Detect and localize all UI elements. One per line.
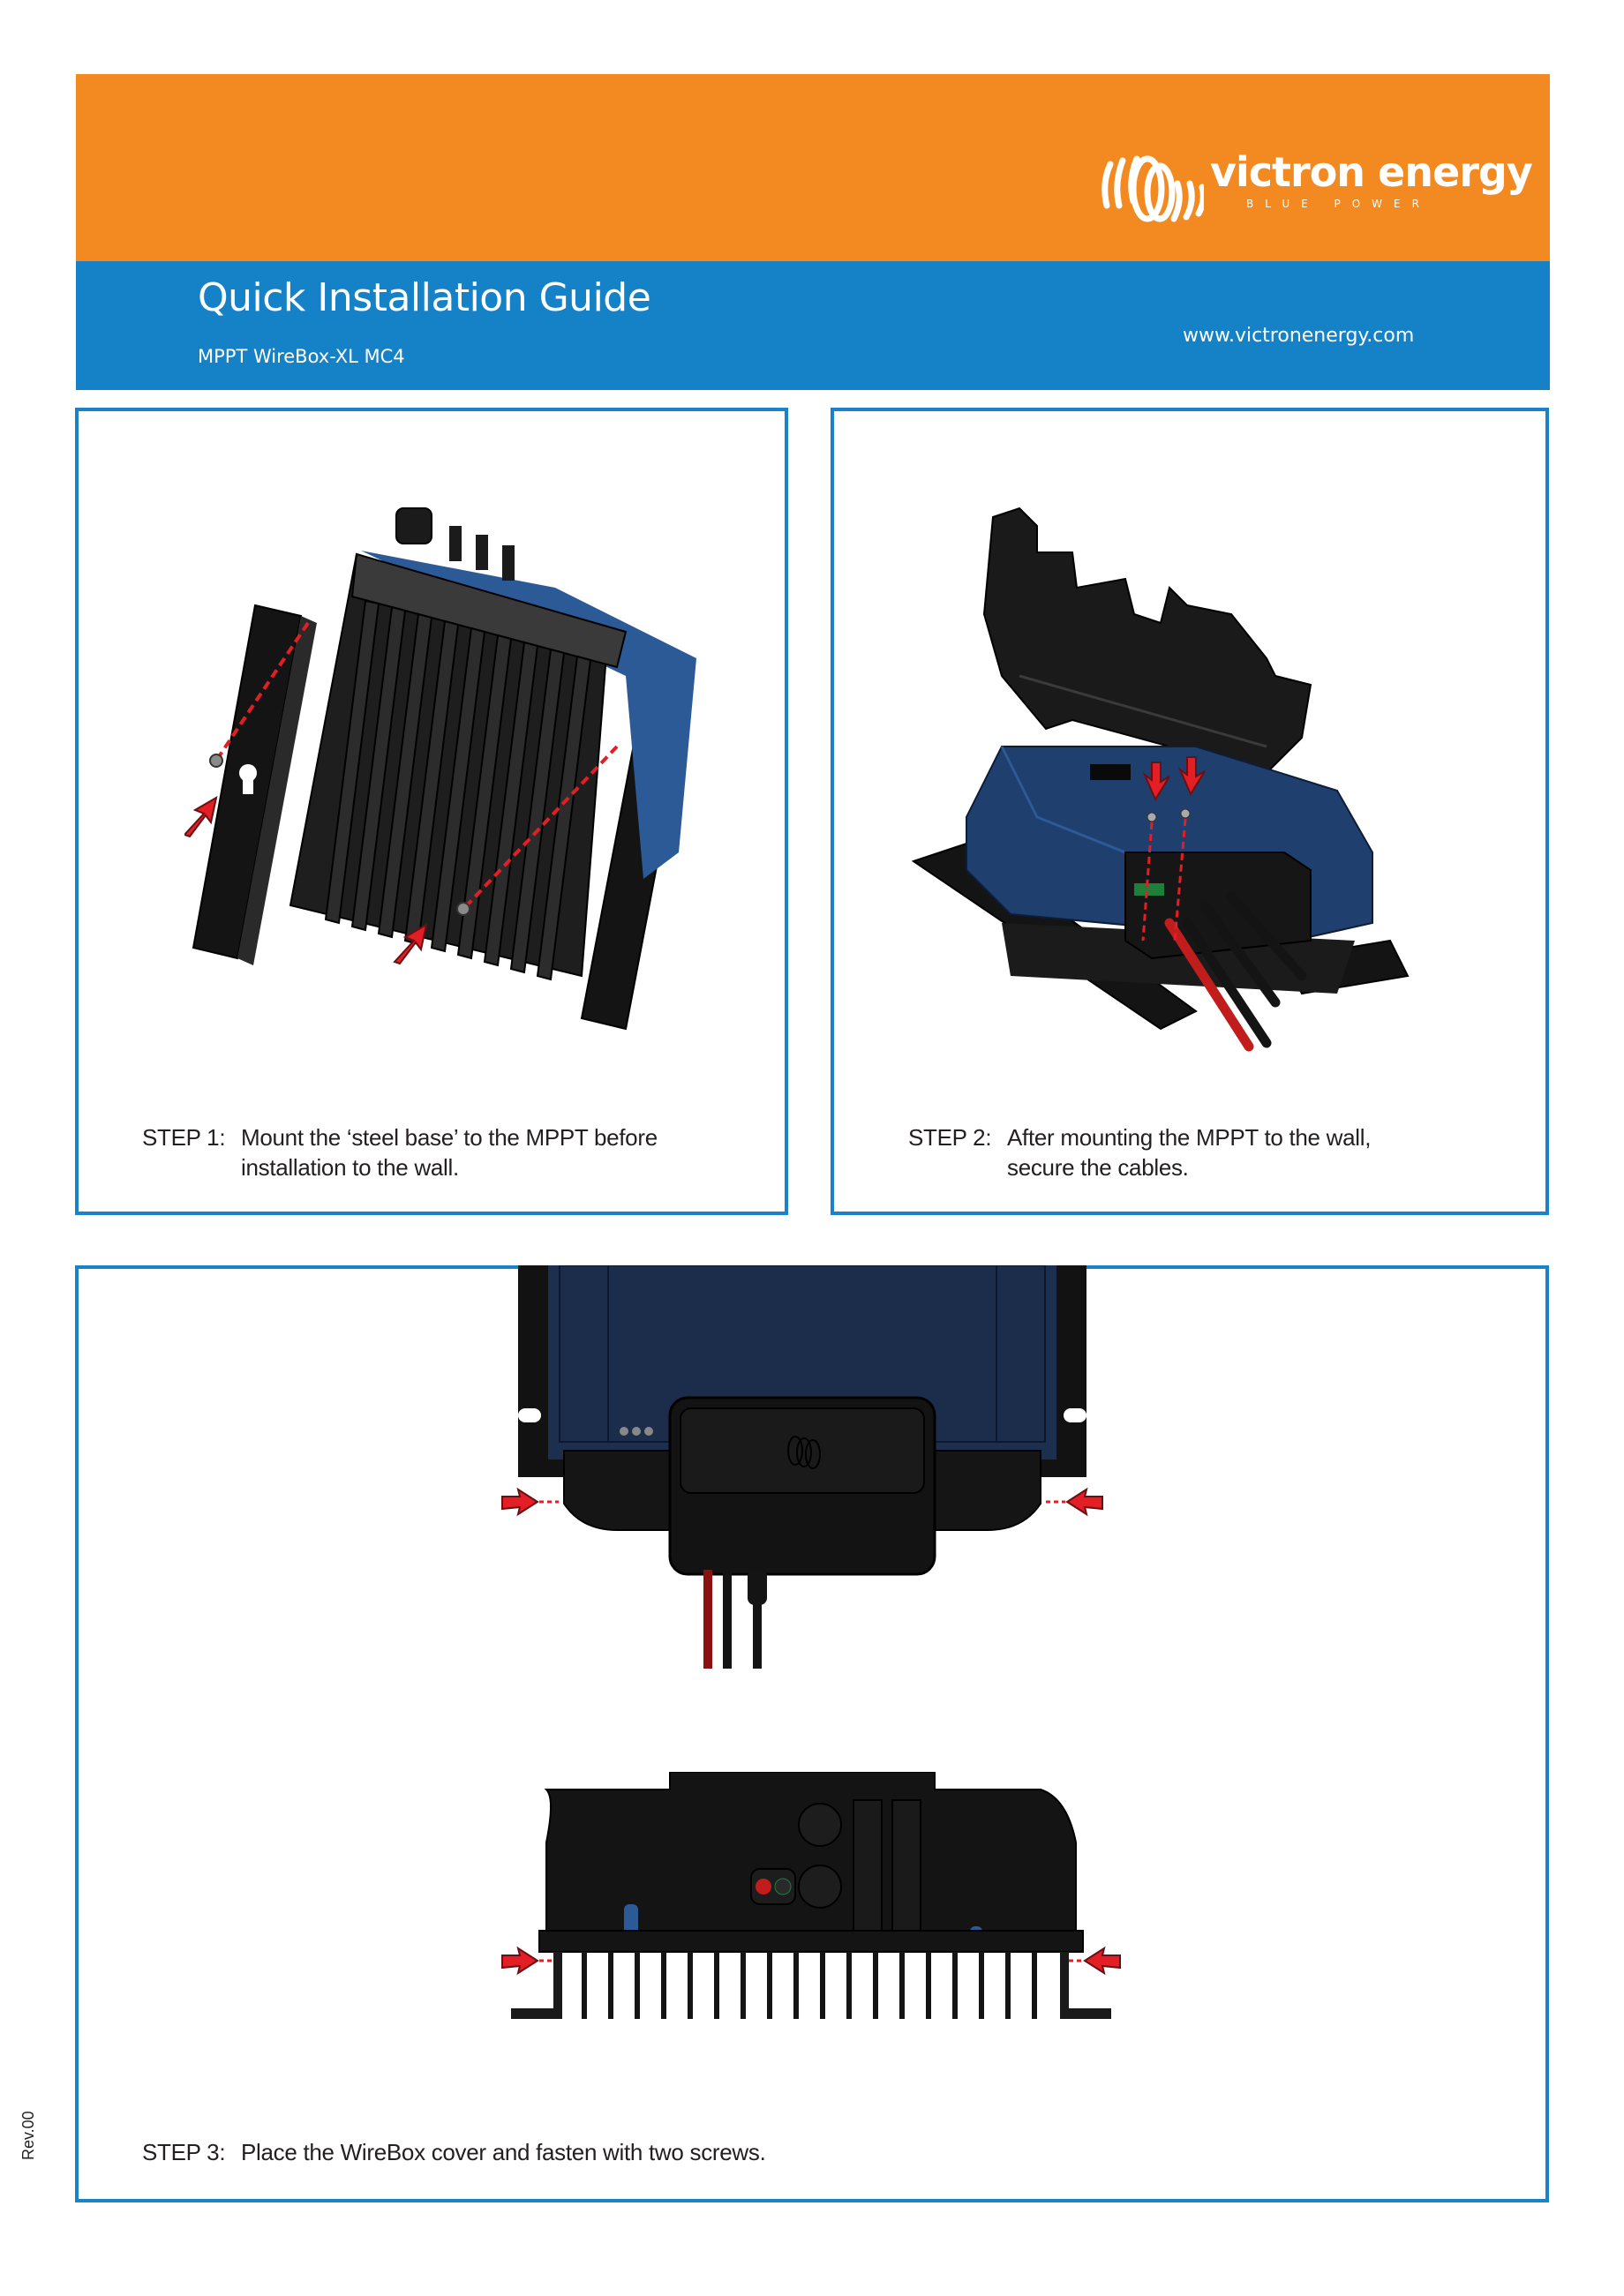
step-3-label: STEP 3:	[142, 2139, 226, 2165]
step-2-text-line-2: secure the cables.	[1007, 1154, 1189, 1181]
arrow-right-icon	[501, 1487, 539, 1517]
step-3-front-view-illustration	[501, 1265, 1103, 1669]
step-2-panel: STEP 2: After mounting the MPPT to the w…	[831, 408, 1549, 1215]
step-1-text-line-1: Mount the ‘steel base’ to the MPPT befor…	[241, 1124, 658, 1151]
step-2-label: STEP 2:	[908, 1124, 992, 1151]
header-brand-bar	[76, 74, 1550, 261]
header-title-bar	[76, 261, 1550, 390]
page-title: Quick Installation Guide	[198, 275, 651, 320]
arrow-left-icon	[1083, 1946, 1121, 1976]
arrow-icon	[184, 795, 428, 965]
step-3-panel: STEP 3: Place the WireBox cover and fast…	[75, 1265, 1549, 2202]
website-link[interactable]: www.victronenergy.com	[1183, 325, 1415, 347]
victron-logo: victron energy BLUE POWER	[1098, 148, 1533, 228]
step-1-text-line-2: installation to the wall.	[241, 1154, 459, 1181]
victron-logo-icon	[787, 1436, 821, 1469]
arrow-down-icon	[1142, 756, 1206, 802]
arrow-right-icon	[501, 1946, 539, 1976]
step-2-illustration	[911, 506, 1410, 1052]
victron-coil-logo-icon	[1101, 155, 1204, 222]
step-1-panel: STEP 1: Mount the ‘steel base’ to the MP…	[75, 408, 788, 1215]
step-3-bottom-view-illustration	[501, 1772, 1121, 2019]
arrow-left-icon	[1065, 1487, 1103, 1517]
step-2-text-line-1: After mounting the MPPT to the wall,	[1007, 1124, 1372, 1151]
product-name: MPPT WireBox-XL MC4	[198, 346, 405, 367]
revision-label: Rev.00	[19, 2111, 37, 2160]
brand-tagline: BLUE POWER	[1246, 198, 1431, 210]
step-3-text-line-1: Place the WireBox cover and fasten with …	[241, 2139, 766, 2165]
step-1-illustration	[184, 507, 696, 1031]
step-1-label: STEP 1:	[142, 1124, 226, 1151]
brand-name: victron energy	[1210, 148, 1533, 196]
